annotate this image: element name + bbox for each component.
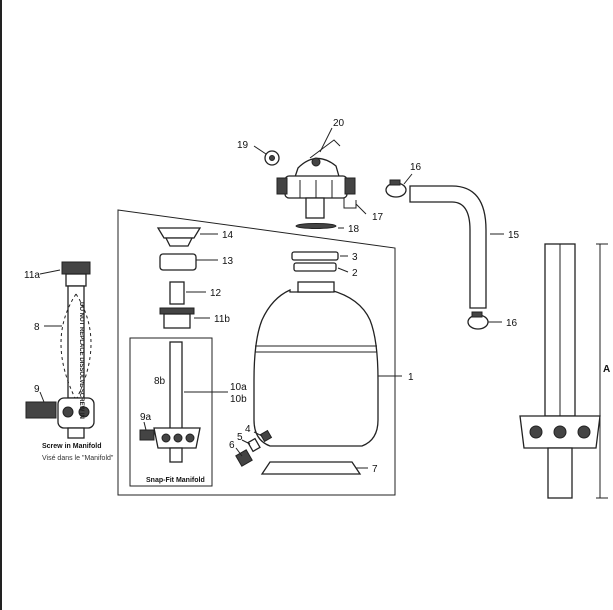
pipe-warning-text: DO NOT REPLACE DISSOLVE SCREW IN: [78, 302, 84, 419]
standpipe-dimension-view: [519, 243, 608, 499]
label-4: 4: [245, 424, 251, 435]
filter-tank: [253, 281, 379, 447]
screw-in-manifold-assembly: [25, 261, 95, 439]
label-16-top: 16: [410, 162, 422, 173]
leader-lines: [39, 127, 504, 469]
label-19: 19: [237, 140, 249, 151]
label-8: 8: [34, 322, 40, 333]
diffuser-14: [156, 227, 202, 239]
closure-ring-3: [291, 251, 339, 261]
label-11b: 11b: [214, 314, 230, 325]
caption-snap-fit-manifold: Snap-Fit Manifold: [146, 477, 205, 484]
tank-base-7: [260, 461, 362, 475]
label-10a: 10a: [230, 382, 247, 393]
label-11a: 11a: [24, 270, 40, 281]
lateral-9a: [139, 429, 155, 441]
snap-fit-inset-box: [129, 337, 213, 487]
caption-screw-in-manifold: Screw in Manifold: [42, 443, 102, 450]
standpipe-8b: [169, 341, 183, 435]
closure-o-ring-2: [293, 262, 337, 272]
label-15: 15: [508, 230, 520, 241]
standpipe-12: [169, 281, 185, 305]
diffuser-neck-14: [164, 237, 194, 247]
label-13: 13: [222, 256, 234, 267]
label-5: 5: [237, 432, 243, 443]
multiport-valve: [276, 139, 356, 219]
adapter-11b: [159, 307, 195, 329]
label-9: 9: [34, 384, 40, 395]
label-17: 17: [372, 212, 384, 223]
standpipe-adapter-13: [159, 253, 197, 271]
assembly-box: [117, 209, 396, 496]
hose-clamp-top-16: [385, 179, 407, 198]
label-14: 14: [222, 230, 234, 241]
label-8b: 8b: [154, 376, 166, 387]
label-7: 7: [372, 464, 378, 475]
label-2: 2: [352, 268, 358, 279]
dimension-label-a: A: [603, 364, 610, 375]
label-18: 18: [348, 224, 360, 235]
label-12: 12: [210, 288, 222, 299]
label-1: 1: [408, 372, 414, 383]
label-9a: 9a: [140, 412, 152, 423]
drain-plug-17: [343, 198, 357, 209]
hose-15: [409, 185, 487, 309]
label-16-bottom: 16: [506, 318, 518, 329]
label-10b: 10b: [230, 394, 247, 405]
pressure-gauge: [264, 150, 280, 166]
o-ring-18: [295, 223, 337, 229]
snap-fit-manifold-10a: [153, 427, 201, 463]
label-3: 3: [352, 252, 358, 263]
label-20: 20: [333, 118, 345, 129]
label-6: 6: [229, 440, 235, 451]
hose-clamp-bottom-16: [467, 311, 489, 330]
caption-screw-in-manifold-fr: Visé dans le "Manifold": [42, 455, 114, 462]
